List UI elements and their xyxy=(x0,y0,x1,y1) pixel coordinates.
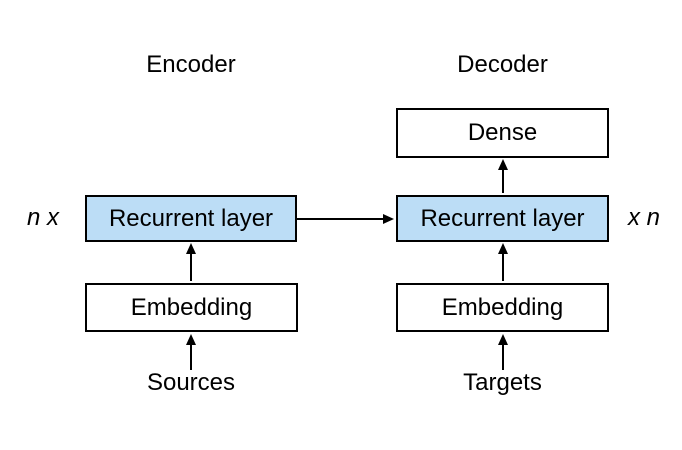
decoder-title: Decoder xyxy=(457,51,548,78)
arrow-targets-to-decoder-embedding xyxy=(498,334,508,370)
decoder-dense-label: Dense xyxy=(467,119,538,146)
arrow-head xyxy=(186,243,196,254)
encoder-title: Encoder xyxy=(146,51,236,78)
arrow-head xyxy=(383,214,394,224)
decoder-multiplier-label: x n xyxy=(627,204,660,231)
encoder-multiplier-label: n x xyxy=(26,204,59,231)
encoder-recurrent-layer-label: Recurrent layer xyxy=(108,204,274,232)
arrow-encoder-embedding-to-recurrent xyxy=(186,243,196,281)
arrow-head xyxy=(498,159,508,170)
encoder-recurrent-layer-box: Recurrent layer xyxy=(85,195,297,242)
arrow-head xyxy=(186,334,196,345)
arrow-decoder-recurrent-to-dense xyxy=(498,159,508,193)
targets-label: Targets xyxy=(463,369,542,396)
decoder-embedding-label: Embedding xyxy=(441,293,564,321)
decoder-dense-box: Dense xyxy=(396,108,609,158)
arrow-encoder-to-decoder xyxy=(297,214,394,224)
sources-label: Sources xyxy=(146,369,236,396)
arrow-head xyxy=(498,334,508,345)
decoder-recurrent-layer-label: Recurrent layer xyxy=(420,204,585,232)
arrow-decoder-embedding-to-recurrent xyxy=(498,243,508,281)
encoder-embedding-label: Embedding xyxy=(130,293,253,321)
arrow-head xyxy=(498,243,508,254)
arrow-sources-to-encoder-embedding xyxy=(186,334,196,370)
encoder-embedding-box: Embedding xyxy=(85,283,298,332)
decoder-recurrent-layer-box: Recurrent layer xyxy=(396,195,609,242)
decoder-embedding-box: Embedding xyxy=(396,283,609,332)
